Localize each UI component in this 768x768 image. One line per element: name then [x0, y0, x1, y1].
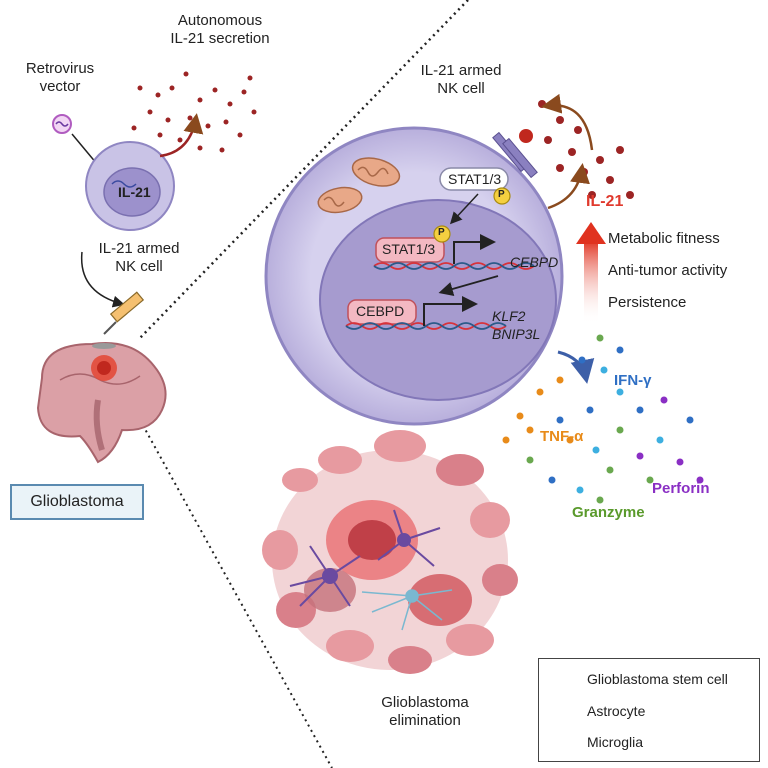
microglia-cells — [361, 589, 453, 631]
mitochondria-icon — [317, 157, 401, 214]
divider-line-top — [139, 0, 469, 339]
astrocyte-cells — [289, 509, 441, 607]
cytokine-dots — [502, 334, 704, 504]
transcription-arrow-1 — [453, 234, 496, 264]
il21-recycle-arrow — [541, 93, 594, 151]
phospho-cyto-label: P — [498, 189, 505, 200]
il21-receptor-icon — [492, 129, 538, 179]
phospho-nucleus-label: P — [438, 227, 445, 238]
secretion-label: Autonomous IL-21 secretion — [170, 12, 270, 47]
bnip3l-label: BNIP3L — [492, 326, 541, 342]
tumor-mass — [262, 430, 518, 674]
upregulation-arrow — [576, 222, 606, 324]
glioblastoma-box: Glioblastoma — [10, 484, 144, 520]
il21-small-label: IL-21 — [118, 184, 151, 200]
legend-item-astrocyte: Astrocyte — [587, 703, 646, 719]
klf2-label: KLF2 — [492, 308, 526, 324]
cytokine-release-arrow — [557, 350, 595, 384]
il21-secretion-arrow — [547, 163, 590, 210]
divider-line-bottom — [139, 419, 333, 768]
cebpd-gene-label: CEBPD — [510, 254, 559, 270]
il21-extracellular-dots — [538, 100, 634, 199]
dna-strand-2 — [373, 262, 535, 270]
il21-secretion-dots — [131, 71, 257, 153]
cebpd-protein-label: CEBPD — [356, 303, 405, 319]
stat-to-nucleus-arrow — [449, 193, 479, 225]
elimination-label: Glioblastoma elimination — [381, 694, 469, 729]
armed-small-label: IL-21 armed NK cell — [98, 240, 180, 275]
retrovirus-icon — [52, 114, 72, 134]
dna-strand-4 — [345, 322, 507, 330]
stat-nucleus-label: STAT1/3 — [382, 241, 436, 257]
phospho-cyto-icon — [493, 187, 511, 205]
il21-red-label: IL-21 — [586, 193, 624, 210]
legend-box: Glioblastoma stem cell Astrocyte Microgl… — [538, 658, 760, 762]
big-nk-cell — [264, 126, 564, 426]
syringe-icon — [103, 291, 145, 335]
legend-item-tumor: Glioblastoma stem cell — [587, 671, 728, 687]
granzyme-label: Granzyme — [572, 504, 645, 521]
legend-item-microglia: Microglia — [587, 734, 644, 750]
ifn-label: IFN-γ — [614, 372, 652, 389]
armed-big-label: IL-21 armed NK cell — [420, 62, 502, 97]
metabolic-label: Metabolic fitness — [608, 230, 720, 247]
stat-nucleus-pill — [375, 237, 445, 263]
retrovirus-label: Retrovirus vector — [25, 60, 95, 95]
small-nk-cell — [85, 141, 175, 231]
glioblastoma-label: Glioblastoma — [30, 493, 124, 510]
antitumor-label: Anti-tumor activity — [608, 262, 728, 279]
brain-icon — [36, 342, 167, 464]
phospho-nucleus-icon — [433, 225, 451, 243]
stat-cyto-pill — [439, 167, 509, 191]
stat-cyto-label: STAT1/3 — [448, 171, 502, 187]
tnf-label: TNF-α — [540, 428, 584, 445]
to-syringe-arrow — [80, 251, 125, 308]
transcription-arrow-2 — [423, 296, 478, 326]
perforin-label: Perforin — [652, 480, 710, 497]
cebpd-translation-arrow — [438, 275, 499, 296]
secretion-curve-arrow — [159, 113, 204, 158]
persistence-label: Persistence — [608, 294, 687, 311]
